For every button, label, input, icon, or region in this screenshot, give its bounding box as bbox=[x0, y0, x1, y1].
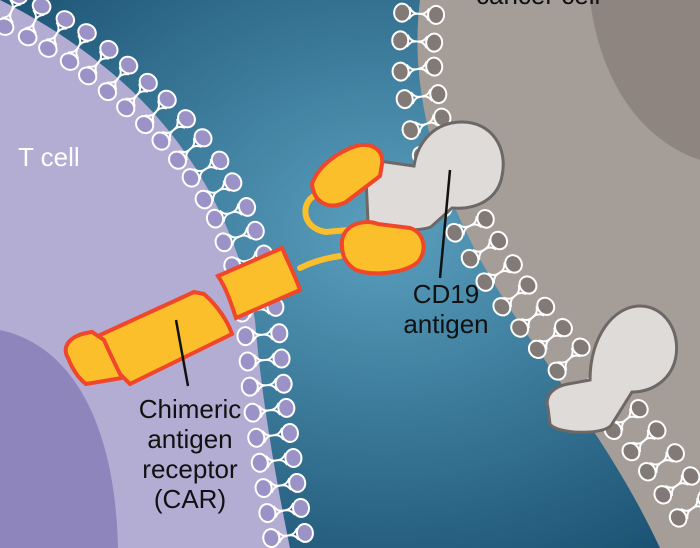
car-hinge-segment bbox=[215, 245, 303, 321]
membrane-lipid-t-cell bbox=[243, 397, 296, 423]
membrane-lipid-t-cell bbox=[97, 55, 139, 102]
membrane-lipid-t-cell bbox=[205, 197, 257, 229]
car-linker bbox=[297, 253, 343, 271]
membrane-lipid-t-cell bbox=[135, 89, 177, 135]
membrane-lipid-t-cell bbox=[151, 109, 196, 151]
cd19-antigen-free bbox=[545, 304, 679, 434]
membrane-lipid-t-cell bbox=[250, 448, 303, 473]
membrane-lipid-t-cell bbox=[194, 172, 243, 210]
membrane-lipid-cancer bbox=[621, 420, 667, 462]
cancer-cell-nucleus bbox=[590, 0, 700, 160]
t-cell bbox=[0, 0, 314, 548]
membrane-lipid-t-cell bbox=[38, 10, 76, 58]
car-label-line-2: antigen bbox=[147, 424, 232, 454]
membrane-lipid-cancer bbox=[475, 254, 523, 292]
membrane-lipid-cancer bbox=[603, 399, 649, 440]
membrane-lipid-cancer bbox=[395, 84, 448, 110]
car-scfv-linker bbox=[302, 191, 351, 236]
cd19-antigen bbox=[364, 120, 679, 434]
cd19-leader-line bbox=[438, 169, 452, 279]
membrane-lipid-t-cell bbox=[181, 150, 230, 188]
car-signaling-tail bbox=[63, 329, 125, 387]
membrane-lipid-t-cell bbox=[0, 0, 29, 36]
membrane-lipid-cancer bbox=[527, 318, 573, 359]
membrane-lipid-t-cell bbox=[240, 373, 293, 397]
t-cell-label: T cell bbox=[18, 142, 80, 172]
membrane-lipid-cancer bbox=[460, 230, 509, 269]
membrane-lipid-cancer bbox=[492, 275, 538, 317]
car-leader-line bbox=[174, 319, 190, 387]
membrane-lipid-t-cell bbox=[78, 39, 119, 86]
membrane-lipid-t-cell bbox=[247, 423, 299, 448]
membrane-lipid-cancer bbox=[510, 296, 556, 338]
cd19-label-line-1: CD19 bbox=[413, 279, 479, 309]
t-cell-nucleus bbox=[0, 330, 118, 548]
membrane-lipid-t-cell bbox=[214, 220, 265, 253]
car-label-line-4: (CAR) bbox=[154, 484, 226, 514]
membrane-lipid-t-cell bbox=[59, 23, 97, 71]
membrane-lipid-t-cell bbox=[116, 72, 158, 118]
membrane-lipid-t-cell bbox=[17, 0, 52, 47]
membrane-lipid-cancer bbox=[638, 443, 685, 482]
t-cell-membrane bbox=[0, 0, 314, 548]
car-scfv-lower bbox=[339, 220, 426, 276]
membrane-lipid-cancer bbox=[391, 30, 444, 53]
membrane-lipid-t-cell bbox=[168, 128, 213, 170]
cd19-label-line-2: antigen bbox=[403, 309, 488, 339]
membrane-lipid-t-cell bbox=[238, 348, 291, 372]
membrane-lipid-cancer bbox=[393, 2, 446, 25]
car-label-line-1: Chimeric bbox=[139, 394, 242, 424]
membrane-lipid-cancer bbox=[547, 337, 591, 381]
membrane-lipid-t-cell bbox=[258, 497, 311, 524]
membrane-lipid-t-cell bbox=[236, 323, 289, 347]
car-label-line-3: receptor bbox=[142, 454, 238, 484]
membrane-lipid-cancer bbox=[653, 466, 700, 505]
membrane-lipid-cancer bbox=[445, 208, 495, 243]
car-scfv-upper bbox=[309, 143, 385, 208]
cd19-antigen-bound bbox=[364, 120, 505, 232]
membrane-lipid-cancer bbox=[391, 56, 444, 82]
membrane-lipid-t-cell bbox=[262, 522, 314, 548]
membrane-lipid-cancer bbox=[401, 107, 452, 140]
chimeric-antigen-receptor bbox=[63, 143, 426, 387]
cancer-cell-label: cancer cell bbox=[476, 0, 600, 10]
membrane-lipid-t-cell bbox=[254, 472, 307, 499]
